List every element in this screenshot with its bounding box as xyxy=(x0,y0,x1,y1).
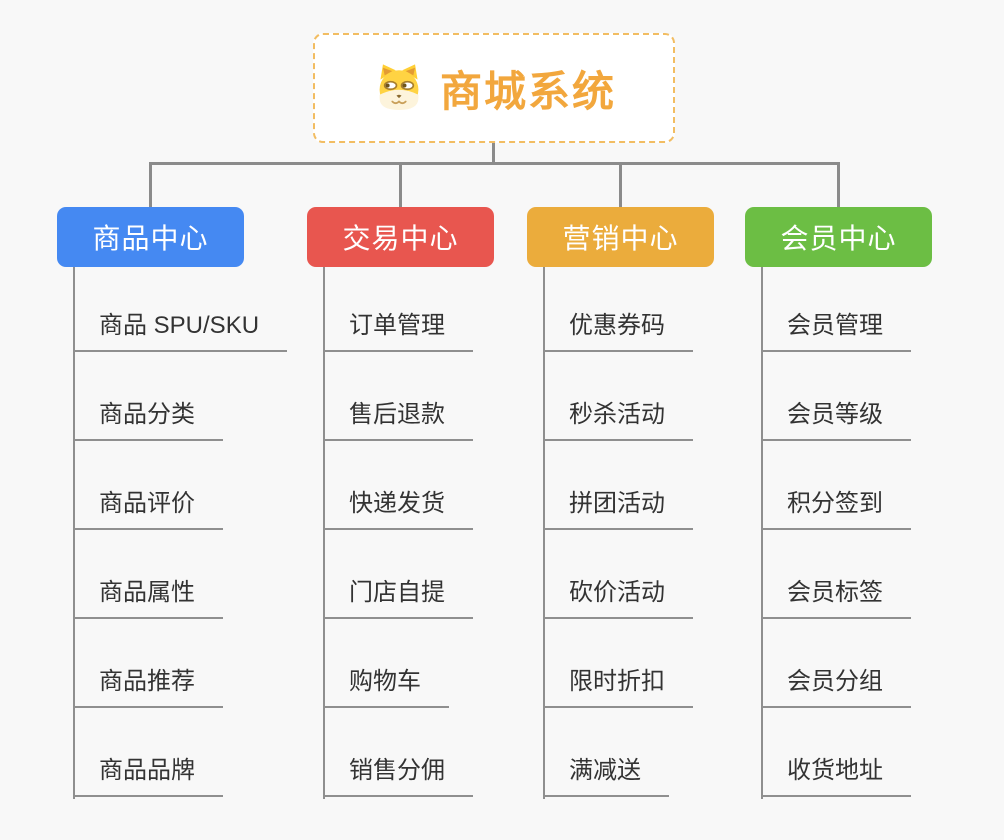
topic-node[interactable]: 商品品牌 xyxy=(73,749,223,797)
topic-node[interactable]: 售后退款 xyxy=(323,393,473,441)
branch-2-child-line xyxy=(323,267,325,799)
topic-node[interactable]: 拼团活动 xyxy=(543,482,693,530)
root-node[interactable]: 商城系统 xyxy=(313,33,675,143)
topic-node[interactable]: 限时折扣 xyxy=(543,660,693,708)
topic-node[interactable]: 销售分佣 xyxy=(323,749,473,797)
topic-node[interactable]: 会员管理 xyxy=(761,304,911,352)
topic-node[interactable]: 快递发货 xyxy=(323,482,473,530)
connector-drop-1 xyxy=(149,164,152,208)
connector-drop-4 xyxy=(837,164,840,208)
topic-node[interactable]: 商品属性 xyxy=(73,571,223,619)
dog-face-icon xyxy=(379,64,419,110)
topic-node[interactable]: 购物车 xyxy=(323,660,449,708)
topic-node[interactable]: 商品分类 xyxy=(73,393,223,441)
branch-node-marketing-center[interactable]: 营销中心 xyxy=(527,207,714,267)
topic-node[interactable]: 商品推荐 xyxy=(73,660,223,708)
branch-3-child-line xyxy=(543,267,545,799)
topic-node[interactable]: 门店自提 xyxy=(323,571,473,619)
connector-drop-2 xyxy=(399,164,402,208)
branch-4-child-line xyxy=(761,267,763,799)
branch-1-child-line xyxy=(73,267,75,799)
topic-node[interactable]: 订单管理 xyxy=(323,304,473,352)
topic-node[interactable]: 砍价活动 xyxy=(543,571,693,619)
topic-node[interactable]: 会员等级 xyxy=(761,393,911,441)
connector-root-stub xyxy=(492,142,495,164)
branch-node-member-center[interactable]: 会员中心 xyxy=(745,207,932,267)
root-title: 商城系统 xyxy=(439,67,616,115)
topic-node[interactable]: 会员分组 xyxy=(761,660,911,708)
branch-node-product-center[interactable]: 商品中心 xyxy=(57,207,244,267)
topic-node[interactable]: 收货地址 xyxy=(761,749,911,797)
connector-drop-3 xyxy=(619,164,622,208)
topic-node[interactable]: 商品 SPU/SKU xyxy=(73,304,288,352)
topic-node[interactable]: 满减送 xyxy=(543,749,669,797)
connector-horizontal xyxy=(149,162,840,165)
topic-node[interactable]: 商品评价 xyxy=(73,482,223,530)
topic-node[interactable]: 优惠券码 xyxy=(543,304,693,352)
topic-node[interactable]: 秒杀活动 xyxy=(543,393,693,441)
topic-node[interactable]: 积分签到 xyxy=(761,482,911,530)
branch-node-trade-center[interactable]: 交易中心 xyxy=(307,207,494,267)
topic-node[interactable]: 会员标签 xyxy=(761,571,911,619)
